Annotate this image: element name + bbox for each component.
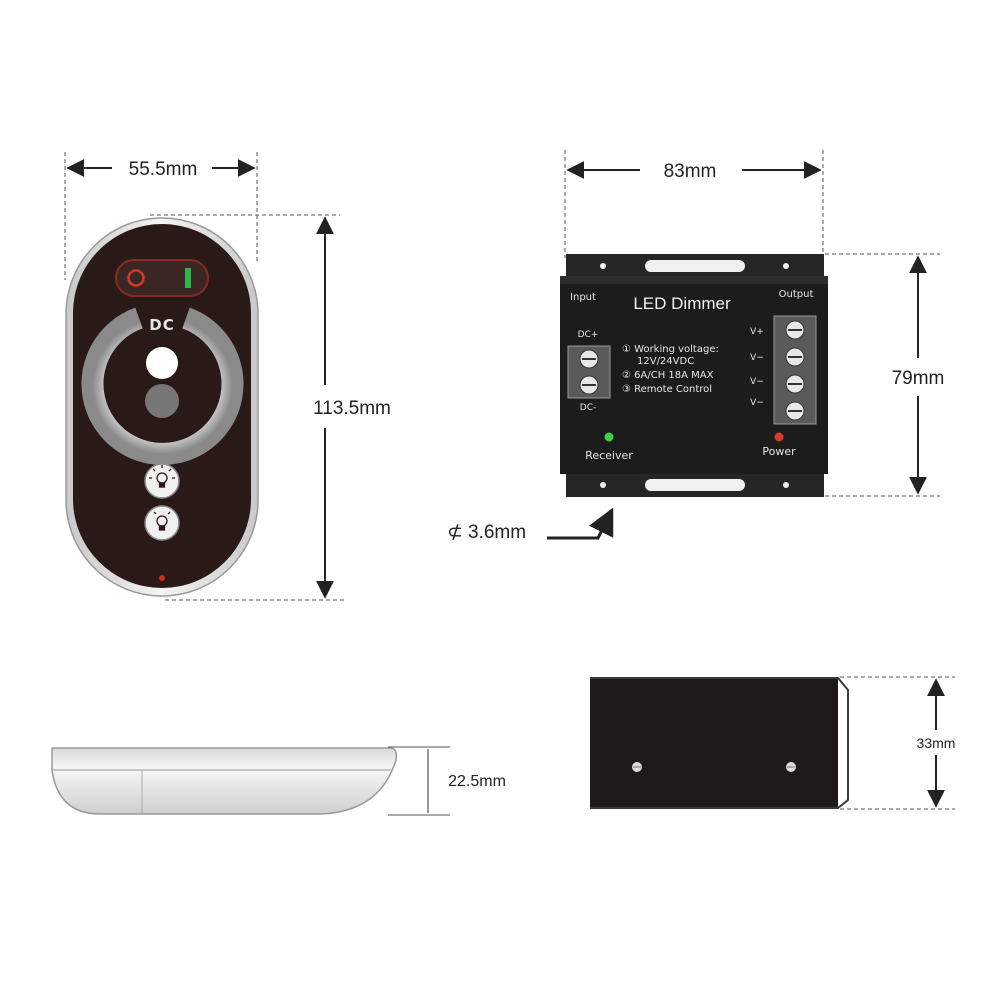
brightness-up-button[interactable] [144,463,180,499]
remote-side-shell [51,747,398,815]
output-v1-label: V+ [750,327,764,337]
mount-hole-top-left [600,263,606,269]
remote-width-label: 55.5mm [129,159,198,180]
dimmer-title: LED Dimmer [633,294,731,313]
input-label: Input [570,292,596,303]
dimmer-side-view: 33mm [590,676,956,810]
dimmer-side-edge [590,677,849,809]
spec-line-1: ① Working voltage: [622,344,719,355]
hole-diameter-label: 3.6mm [468,522,526,543]
spec-line-2: 12V/24VDC [637,356,694,367]
dc-minus-label: DC- [580,403,596,413]
power-led [774,432,784,442]
bulb-bright-icon [149,465,175,488]
output-terminal-block[interactable] [773,315,817,425]
remote-height-label: 113.5mm [313,398,391,419]
mount-hole-bottom-right [783,482,789,488]
touch-dimmer-ring[interactable] [81,307,244,465]
dimmer-bottom-slot [645,479,745,491]
receiver-label: Receiver [585,449,633,462]
output-v3-label: V− [750,377,764,387]
dimmer-top-view: 83mm 79mm Input Output LED Dimmer D [447,150,944,543]
receiver-led [604,432,614,442]
power-on-icon[interactable] [185,268,191,288]
remote-front-view: 55.5mm 113.5mm DC [64,152,391,601]
remote-mode-label: DC [149,316,174,334]
power-label: Power [762,445,796,458]
mount-hole-bottom-left [600,482,606,488]
dimmer-top-slot [645,260,745,272]
brightness-down-button[interactable] [144,505,180,541]
output-v4-label: V− [750,398,764,408]
output-label: Output [779,289,814,300]
remote-thickness-label: 22.5mm [448,773,506,790]
spec-line-3: ② 6A/CH 18A MAX [622,370,714,381]
power-off-icon[interactable] [127,269,145,287]
dimmer-body-bevel [560,276,828,284]
brightness-knob-shadow [145,384,179,418]
dimmer-width-label: 83mm [664,161,717,182]
power-toggle-pill[interactable] [115,259,209,297]
bulb-dim-icon [153,511,171,531]
remote-side-view: 22.5mm [51,746,506,816]
remote-status-led [159,575,165,581]
dimmer-side-body [590,678,838,808]
hole-callout-leader [547,507,614,540]
hole-diameter-symbol: ⊄ [447,522,463,543]
dc-plus-label: DC+ [578,330,599,340]
dimmer-depth-label: 33mm [917,735,956,751]
mount-hole-top-right [783,263,789,269]
brightness-knob[interactable] [146,347,178,379]
input-terminal-block[interactable] [567,345,611,399]
spec-line-4: ③ Remote Control [622,384,712,395]
output-v2-label: V− [750,353,764,363]
dimmer-height-label: 79mm [892,368,945,389]
